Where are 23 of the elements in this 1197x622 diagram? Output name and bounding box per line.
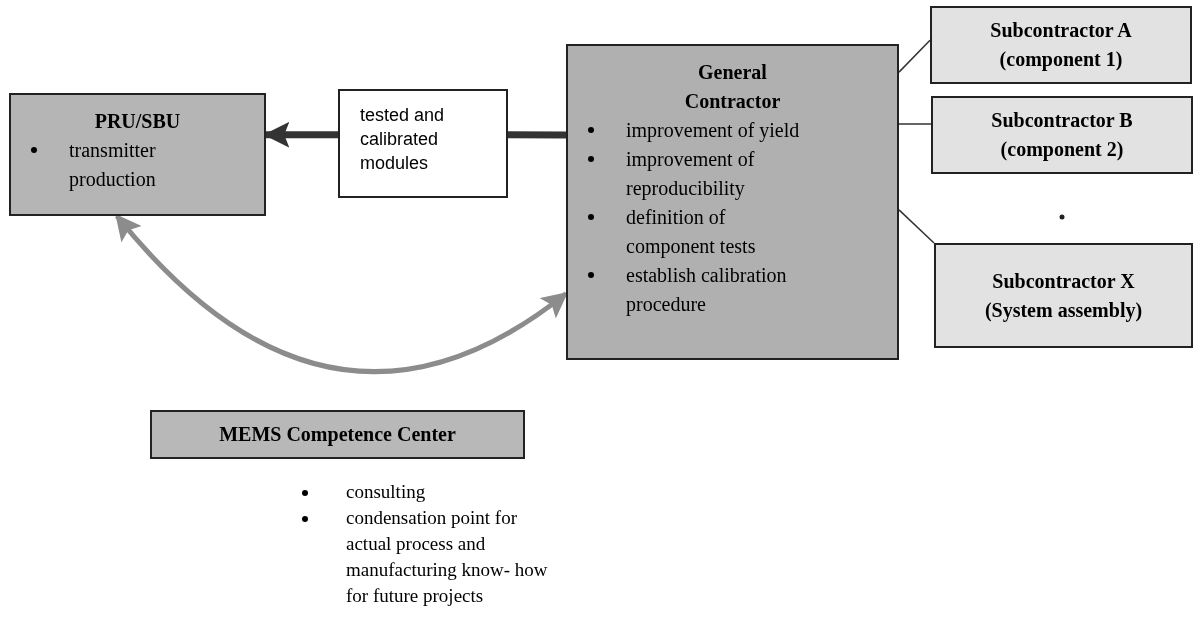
center-box <box>150 410 525 459</box>
label-box <box>338 89 508 198</box>
box-heading: PRU/SBU <box>93 109 182 134</box>
unit-box <box>9 93 266 216</box>
bullet-text: condensation point for actual process and manufacturing know- how for future projects <box>346 506 549 608</box>
connector-line <box>898 123 932 125</box>
bullet-text: improvement of yield <box>626 118 801 144</box>
box-label: tested and calibrated modules <box>360 104 446 175</box>
box-title: Subcontractor B (component 2) <box>990 108 1134 163</box>
box-title: MEMS Competence Center <box>219 422 456 448</box>
bullet-text: consulting <box>346 480 427 504</box>
connector-line <box>898 209 935 244</box>
subcontractor-box <box>931 96 1193 174</box>
box-title: Subcontractor A (component 1) <box>989 18 1133 73</box>
connector-line <box>898 39 931 73</box>
contractor-box <box>566 44 899 360</box>
subcontractor-box <box>930 6 1192 84</box>
bullet-text: establish calibration procedure <box>626 263 788 318</box>
connector-line <box>508 131 566 139</box>
bullet-text: transmitter production <box>69 138 157 193</box>
box-title: Subcontractor X (System assembly) <box>983 268 1144 324</box>
box-heading: General Contractor <box>683 60 782 114</box>
subcontractor-box <box>934 243 1193 348</box>
